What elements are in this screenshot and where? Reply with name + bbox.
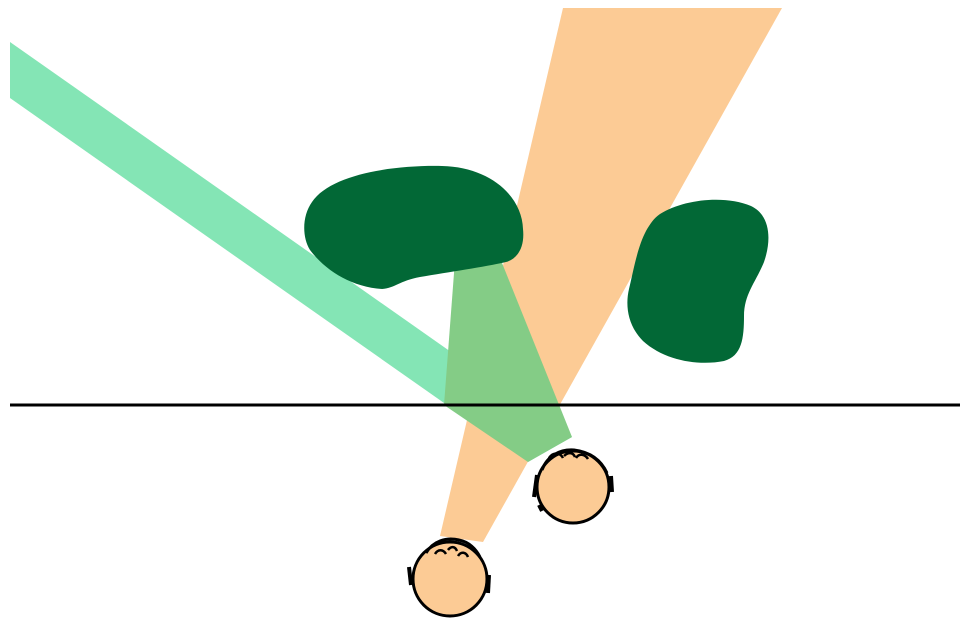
front-person-right-ear xyxy=(488,575,489,593)
back-person-lower-ear xyxy=(539,505,542,511)
front-person-head xyxy=(413,542,487,616)
front-person-left-ear xyxy=(409,567,411,585)
back-person xyxy=(534,450,612,523)
back-person-right-ear xyxy=(611,476,612,492)
